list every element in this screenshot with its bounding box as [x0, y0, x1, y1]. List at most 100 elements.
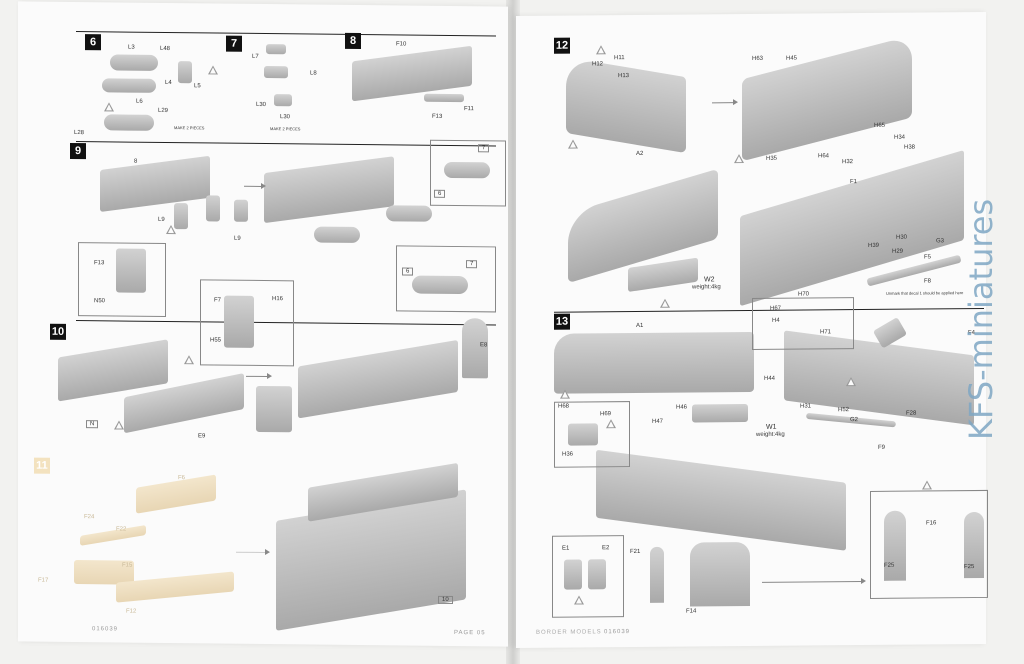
watermark-text: KFS-miniatures	[962, 198, 1000, 440]
part-label: H38	[904, 144, 916, 151]
assembly-arrow	[712, 102, 734, 104]
fuselage-assembly	[596, 449, 846, 551]
part-label: H34	[894, 134, 906, 141]
part-label: F22	[116, 526, 127, 533]
part-label: W2	[704, 276, 715, 284]
part-label: H12	[592, 61, 604, 68]
part-label: H35	[766, 155, 778, 162]
part-label: H68	[558, 403, 570, 410]
page-code: 016039	[92, 626, 119, 633]
part-label: L7	[252, 53, 259, 60]
step-number-7: 7	[226, 35, 242, 52]
part-label: H69	[600, 411, 612, 418]
assembly-arrow	[244, 185, 262, 187]
top-rule	[76, 31, 496, 37]
part-label: L30	[256, 101, 267, 109]
window-strip-part	[80, 524, 146, 546]
callout-box-label: 6	[434, 189, 446, 198]
part-label: F7	[214, 297, 222, 304]
paint-callout-icon	[568, 139, 578, 149]
part-label: G2	[850, 417, 859, 424]
part-label: L9	[158, 216, 165, 223]
part-label: H45	[786, 55, 798, 62]
part-label: G3	[936, 238, 945, 245]
part-label: H71	[820, 329, 832, 336]
part-label: H36	[562, 451, 574, 458]
part-label: F13	[432, 113, 443, 120]
bomb-rack-part	[178, 61, 192, 84]
part-label: L48	[160, 45, 171, 53]
part-label: H11	[614, 55, 625, 62]
part-label: F24	[84, 514, 95, 521]
part-label: E1	[562, 545, 570, 552]
bomb-part	[110, 54, 158, 71]
part-label: H39	[868, 242, 880, 249]
part-label: F12	[126, 608, 137, 615]
part-label: H13	[618, 73, 630, 80]
part-label: H65	[874, 122, 886, 129]
part-label: L28	[74, 130, 85, 137]
callout-box-label: 7	[466, 260, 478, 269]
instruction-page-right: 12 H12 H11 H13 A2 H63 H45 H65 H34 H38 H3…	[516, 11, 988, 649]
detail-inset	[752, 297, 854, 350]
bomb-part	[102, 78, 156, 93]
paint-callout-icon	[922, 480, 932, 490]
bulkhead-part	[116, 248, 146, 293]
brand-footer: BORDER MODELS	[536, 629, 602, 636]
part-label: H63	[752, 55, 764, 62]
bomb-part	[412, 275, 468, 295]
floor-part	[136, 474, 216, 514]
bulkhead-part	[234, 199, 248, 222]
part-label: F15	[122, 562, 133, 569]
fuselage-assembly	[298, 339, 458, 419]
part-label: L29	[158, 107, 169, 115]
part-label: H44	[764, 375, 776, 382]
assembly-arrow	[246, 375, 268, 378]
paint-callout-icon	[184, 355, 194, 365]
part-label: H55	[210, 337, 222, 344]
part-label: F11	[464, 106, 474, 113]
fuselage-section	[742, 35, 912, 162]
part-label: H30	[896, 234, 908, 241]
part-label: E8	[480, 342, 488, 349]
paint-callout-icon	[166, 224, 176, 235]
part-label: H46	[676, 404, 688, 411]
paint-callout-icon	[606, 419, 616, 429]
paint-callout-icon	[104, 102, 114, 112]
part-label: F17	[38, 577, 49, 584]
callout-box-label: 10	[438, 595, 453, 604]
part-label: E2	[602, 545, 610, 552]
part-label: H52	[838, 407, 850, 414]
part-label: F1	[850, 179, 858, 186]
part-label: L30	[280, 114, 291, 121]
shackle-part	[264, 66, 288, 79]
bomb-part	[386, 205, 432, 222]
weight-part	[692, 404, 748, 423]
part-label: F5	[924, 254, 932, 261]
part-label: 8	[134, 158, 138, 165]
paint-callout-icon	[574, 595, 584, 605]
weight-note: weight:4kg	[756, 431, 785, 438]
part-label: F14	[686, 608, 697, 615]
frame-part	[650, 546, 664, 603]
paint-callout-icon	[560, 389, 570, 399]
step-number-11: 11	[34, 457, 50, 474]
step-number-13: 13	[554, 313, 570, 330]
bomb-bay-part	[100, 155, 210, 213]
step-number-9: 9	[70, 142, 86, 160]
part-label: F25	[964, 564, 975, 571]
part-label: H70	[798, 291, 810, 298]
weight-note: weight:4kg	[692, 284, 721, 291]
bulkhead-part	[256, 385, 292, 433]
part-label: H31	[800, 403, 812, 410]
page-code: 016039	[604, 629, 631, 636]
step-number-10: 10	[50, 323, 66, 340]
part-label: F10	[396, 41, 407, 48]
part-label: H64	[818, 153, 830, 160]
shackle-part	[266, 44, 286, 55]
callout-box-label: 6	[402, 267, 414, 276]
step-number-12: 12	[554, 37, 570, 54]
part-label: H67	[770, 305, 782, 312]
part-label: L4	[165, 79, 172, 87]
bomb-bay-assembly	[264, 156, 394, 224]
